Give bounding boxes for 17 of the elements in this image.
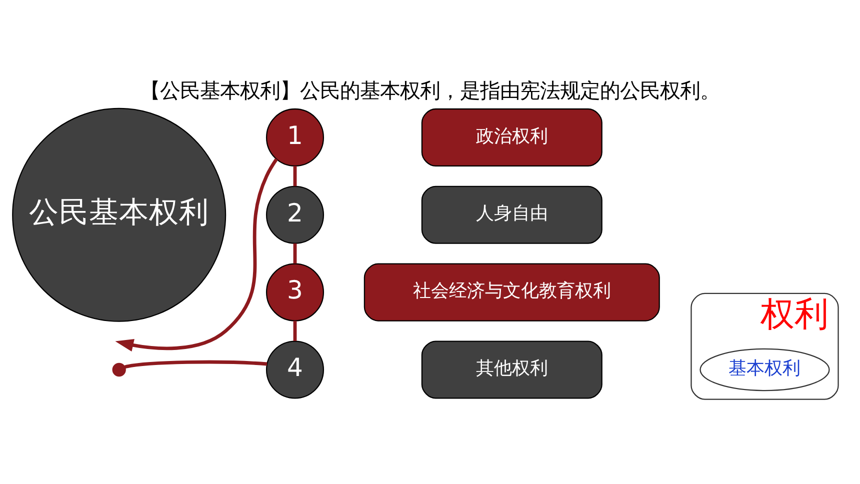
node-circle: 3 [266, 262, 324, 321]
node-circle: 4 [266, 340, 324, 398]
connector [124, 360, 268, 368]
arrow [115, 158, 278, 351]
connector [293, 320, 297, 340]
node-box: 其他权利 [421, 340, 602, 398]
node-ellipse: 基本权利 [700, 348, 830, 391]
node-circle: 公民基本权利 [12, 107, 226, 322]
connector [293, 166, 297, 186]
node-circle [112, 362, 126, 376]
node-box: 社会经济与文化教育权利 [364, 262, 660, 321]
node-box: 政治权利 [421, 108, 602, 166]
node-circle: 2 [266, 185, 324, 244]
diagram-title: 【公民基本权利】公民的基本权利，是指由宪法规定的公民权利。 [140, 78, 720, 102]
connector [293, 242, 297, 264]
node-circle: 1 [266, 108, 324, 166]
node-box: 人身自由 [421, 185, 602, 244]
